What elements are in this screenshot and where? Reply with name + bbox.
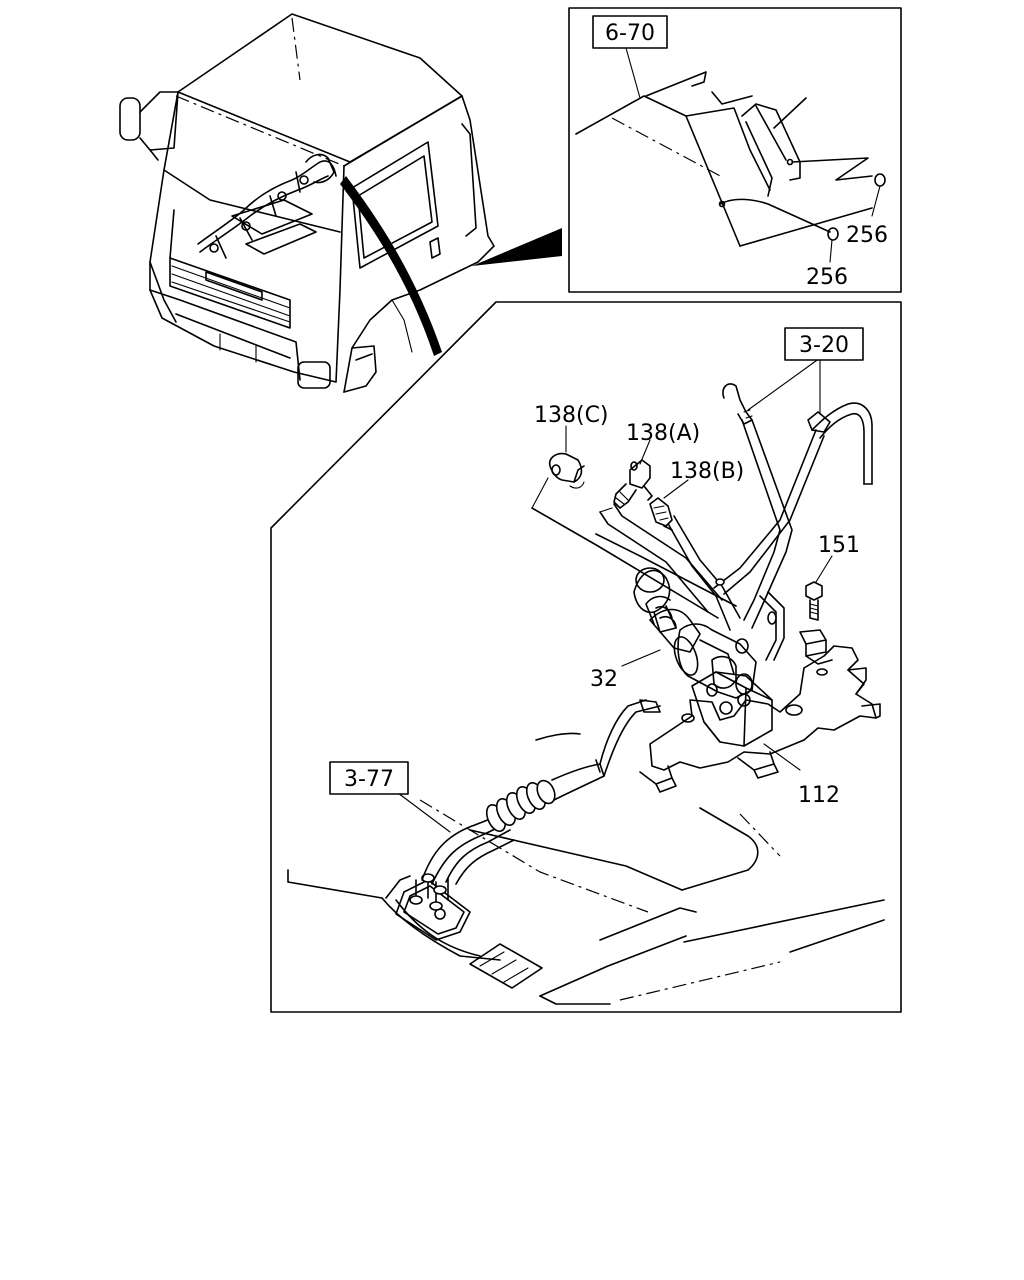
connector-138c [548,452,585,489]
grommet-pipes [409,873,449,911]
part-label-256-lower: 256 [806,265,848,290]
pipe-clip [722,383,873,485]
detail-box-clip: 6-70 256 256 [568,7,902,293]
svg-text:3-20: 3-20 [799,333,849,358]
truck-cab-illustration [119,13,562,393]
part-label-138b: 138(B) [670,459,744,484]
svg-text:3-77: 3-77 [344,767,394,792]
part-label-112: 112 [798,783,840,808]
bolt-151 [805,581,823,621]
part-label-151: 151 [818,533,860,558]
part-label-138a: 138(A) [626,421,700,446]
connector-138b [649,497,673,531]
part-label-256-upper: 256 [846,223,888,248]
part-label-32: 32 [590,667,618,692]
ref-box-6-70: 6-70 [592,15,668,49]
part-label-138c: 138(C) [534,403,609,428]
ref-box-3-77: 3-77 [329,761,409,795]
connector-138a [613,459,653,509]
unit-32 [633,567,773,747]
detail-box-main: 3-20 3-77 138(C) 138(A) 138(B) 151 32 11… [270,301,902,1013]
ref-box-3-20: 3-20 [784,327,864,361]
corrugated-sleeve [485,779,556,832]
svg-text:6-70: 6-70 [605,21,655,46]
bracket-112 [639,629,881,793]
